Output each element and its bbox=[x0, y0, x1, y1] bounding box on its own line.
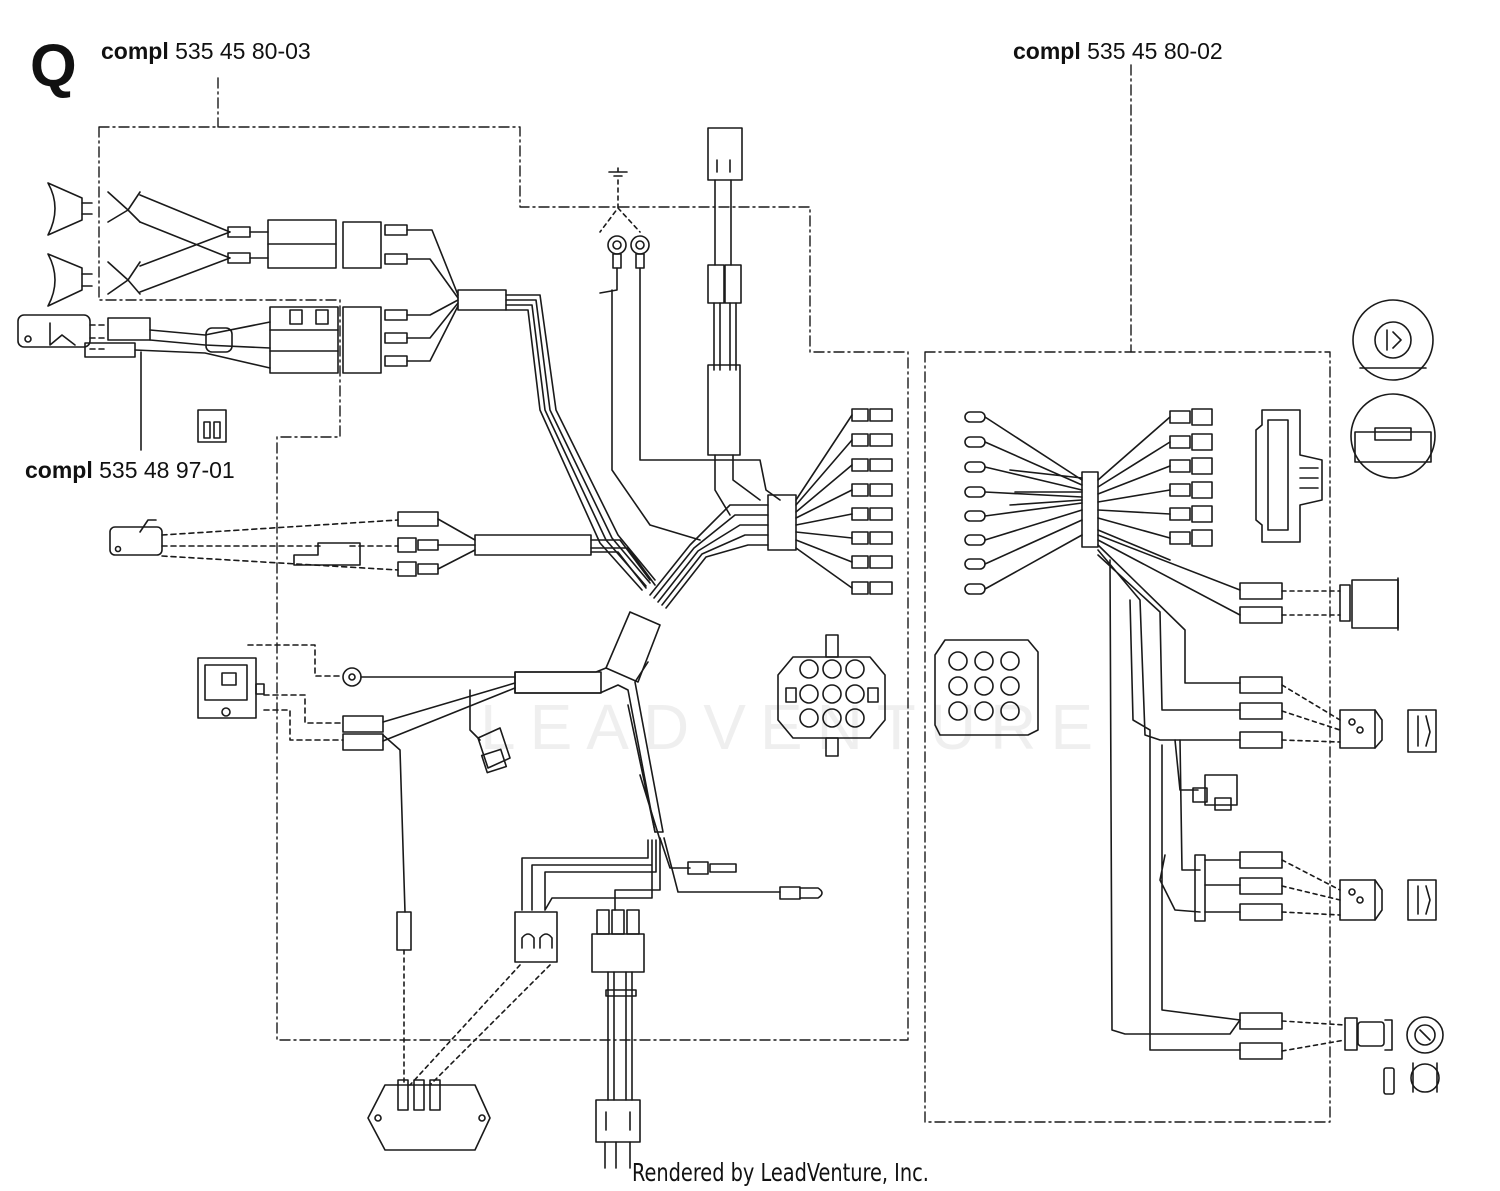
connector-headlight bbox=[227, 219, 408, 269]
connector-top-2pin bbox=[707, 127, 761, 516]
micro-switch-wires bbox=[89, 324, 109, 350]
charging-wires bbox=[607, 971, 633, 1101]
connector-9pin-female bbox=[934, 639, 1039, 736]
fuse-holder bbox=[396, 911, 412, 951]
connector-dash-pair bbox=[1239, 582, 1283, 1060]
connector-lights-block bbox=[269, 306, 408, 374]
rocker-switch-icon bbox=[1407, 879, 1437, 921]
ring-terminal-small bbox=[342, 667, 362, 687]
rocker-switch bbox=[1339, 709, 1383, 749]
terminal-fanout-dash-left bbox=[964, 411, 1083, 595]
spade-terminal bbox=[687, 861, 737, 875]
relay-connector bbox=[477, 727, 511, 774]
harness-lower-branch bbox=[627, 704, 661, 841]
connector-switch-module bbox=[342, 715, 384, 751]
watermark-text: LEADVENTURE bbox=[480, 691, 1107, 763]
section-letter: Q bbox=[30, 32, 77, 99]
ring-terminal bbox=[630, 235, 650, 269]
safety-switch-wires bbox=[161, 519, 399, 571]
callout-prefix: compl bbox=[101, 38, 169, 64]
relay-wire bbox=[469, 689, 481, 741]
switch-module-harness bbox=[382, 682, 516, 913]
headlight-wires bbox=[139, 194, 231, 293]
safety-harness-trunk bbox=[590, 539, 656, 589]
connector-regulator-plug bbox=[514, 911, 558, 963]
switch-module-left bbox=[197, 657, 265, 719]
callout-part-number: 535 45 80-03 bbox=[175, 38, 311, 64]
power-outlet bbox=[1344, 1017, 1395, 1095]
headlight-harness-wires bbox=[406, 229, 459, 299]
lights-block-wires bbox=[406, 299, 459, 362]
power-outlet-icon bbox=[1406, 1016, 1444, 1093]
micro-switch-lights bbox=[17, 314, 91, 348]
harness-main-body bbox=[514, 661, 664, 833]
headlight-bulb bbox=[47, 253, 93, 307]
callout-prefix: compl bbox=[25, 457, 93, 483]
regulator-leaders bbox=[409, 964, 551, 1086]
headlight-bulb bbox=[47, 182, 93, 236]
harness-sleeve-top bbox=[457, 289, 507, 311]
harness-trunk-center bbox=[649, 504, 769, 609]
ground-wires bbox=[599, 267, 781, 501]
terminal-fanout-dash-right bbox=[1097, 408, 1213, 561]
connector-9pin-male bbox=[777, 634, 886, 757]
fuse-small-connector bbox=[197, 409, 227, 443]
rocker-switch bbox=[1339, 879, 1383, 921]
rocker-switch-icon bbox=[1407, 709, 1437, 753]
callout-prefix: compl bbox=[1013, 38, 1081, 64]
terminal-fanout-front bbox=[795, 408, 893, 595]
callout-label-harness-lights: compl 535 48 97-01 bbox=[25, 457, 235, 484]
bulb-socket-wire bbox=[107, 191, 141, 295]
lower-harness-wires bbox=[521, 839, 661, 911]
credit-text: Rendered by LeadVenture, Inc. bbox=[632, 1158, 929, 1187]
lower-branch-spades bbox=[659, 837, 781, 893]
switch-module-leaders bbox=[247, 644, 344, 741]
dash-harness-trunk bbox=[1097, 534, 1241, 1051]
component-leaders bbox=[1281, 590, 1346, 1052]
wire-clamp bbox=[205, 327, 233, 353]
assembly-boundary-front bbox=[98, 77, 909, 1041]
callout-label-harness-front: compl 535 45 80-03 bbox=[101, 38, 311, 65]
harness-trunk-upper bbox=[505, 294, 656, 591]
callout-part-number: 535 48 97-01 bbox=[99, 457, 235, 483]
callout-part-number: 535 45 80-02 bbox=[1087, 38, 1223, 64]
indicator-lamp bbox=[1339, 577, 1399, 631]
hour-meter-icon bbox=[1350, 393, 1436, 479]
harness-sleeve-lower bbox=[514, 671, 602, 694]
micro-switch-safety bbox=[109, 519, 163, 556]
wire-tape bbox=[605, 989, 637, 997]
ignition-switch-icon bbox=[1352, 299, 1434, 381]
connector-hour-meter bbox=[1255, 409, 1323, 543]
connector-charging-plug bbox=[591, 909, 645, 973]
dash-harness-midwires bbox=[1159, 739, 1241, 1021]
voltage-regulator bbox=[367, 1079, 491, 1151]
safety-switch-harness bbox=[437, 518, 476, 570]
ground-wire-b bbox=[611, 289, 701, 541]
splice-dash bbox=[1194, 854, 1206, 922]
dash-switch-wires bbox=[1204, 859, 1241, 913]
ring-terminal bbox=[607, 235, 627, 269]
harness-sleeve-left bbox=[474, 534, 592, 556]
lights-switch-wires bbox=[134, 321, 271, 369]
assembly-boundary-dash bbox=[924, 64, 1331, 1123]
relay-dash bbox=[1192, 774, 1238, 811]
ground-leader bbox=[599, 179, 641, 233]
charging-terminal bbox=[595, 1099, 641, 1169]
connector-safety-switch bbox=[293, 511, 439, 577]
harness-sleeve-dash bbox=[1081, 471, 1099, 548]
harness-sleeve-center bbox=[767, 494, 797, 551]
ground-symbol bbox=[608, 167, 628, 177]
bullet-terminal bbox=[779, 886, 823, 900]
callout-label-harness-dash: compl 535 45 80-02 bbox=[1013, 38, 1223, 65]
harness-sleeve-main bbox=[605, 611, 661, 683]
